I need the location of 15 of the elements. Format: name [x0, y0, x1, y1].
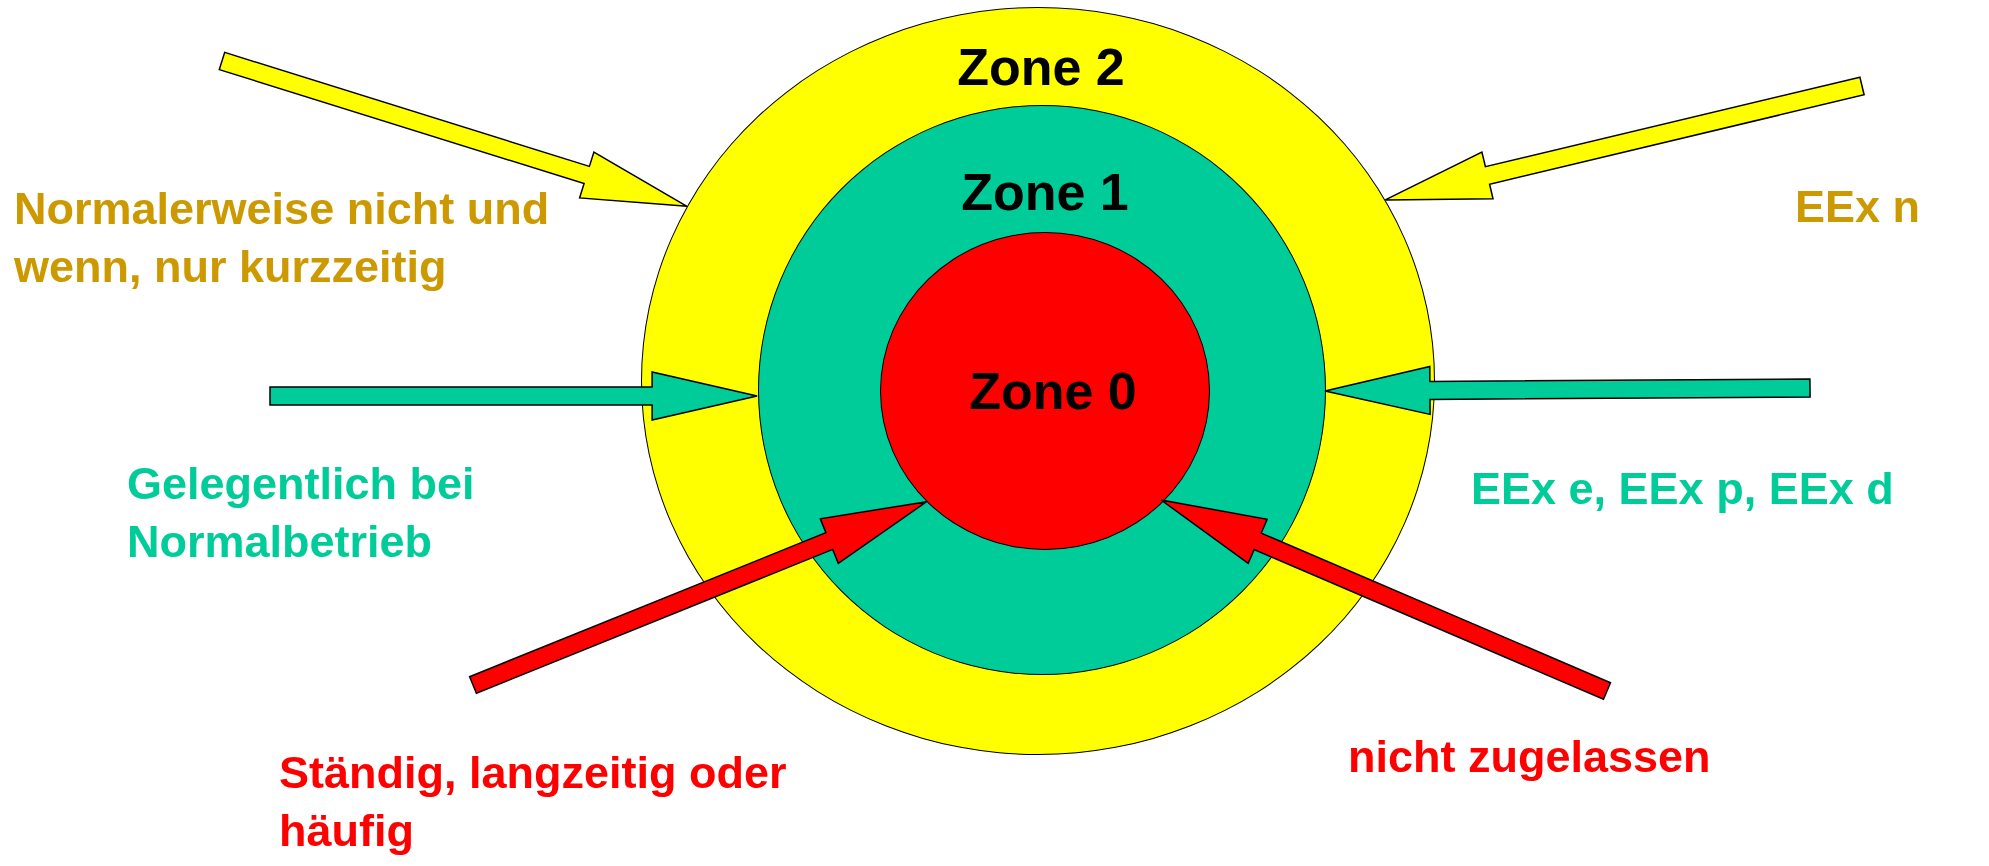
block-arrow [269, 371, 758, 421]
zone-label: Zone 1 [961, 166, 1129, 218]
annotation-text: Gelegentlich bei Normalbetrieb [127, 457, 476, 569]
annotation-text: Normalerweise nicht und wenn, nur kurzzeitig [14, 182, 551, 294]
block-arrow [1324, 365, 1811, 416]
block-arrow [1160, 499, 1612, 701]
annotation-text: EEx e, EEx p, EEx d [1471, 462, 1894, 516]
block-arrow [218, 51, 688, 208]
annotation-text: EEx n [1795, 180, 1921, 234]
zone-label: Zone 0 [969, 365, 1137, 417]
annotation-text: nicht zugelassen [1348, 730, 1711, 784]
annotation-text: Ständig, langzeitig oder häufig [279, 746, 788, 858]
block-arrow [1384, 76, 1865, 201]
block-arrow [468, 500, 928, 695]
zone-label: Zone 2 [957, 41, 1125, 93]
